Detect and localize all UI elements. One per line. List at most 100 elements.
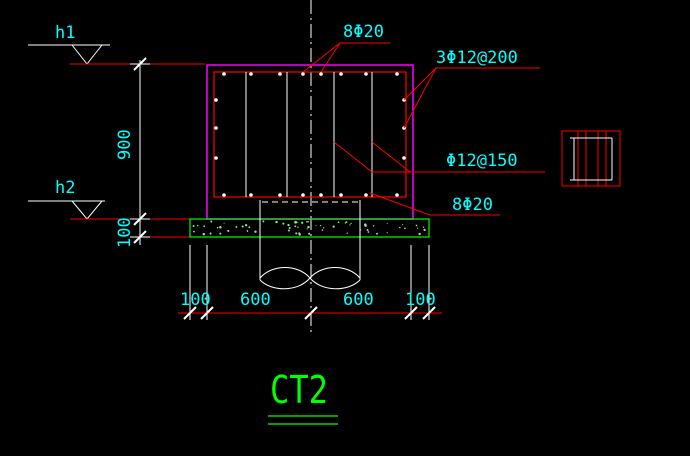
hatch-speckle (297, 221, 299, 223)
drawing-title-block: CT2 (268, 368, 338, 425)
hatch-speckle (337, 221, 340, 224)
level-marker-h2: h2 (28, 178, 188, 220)
hatch-speckle (196, 224, 199, 227)
label-side-bars: 3Φ12@200 (436, 48, 518, 68)
hatch-speckle (418, 232, 421, 236)
hatch-speckle (202, 232, 206, 236)
hatch-speckle (372, 225, 375, 227)
dimension-height-label: 900 (115, 129, 135, 160)
hatch-speckle (402, 224, 404, 226)
rebar-cage (213, 71, 407, 198)
hatch-speckle (386, 232, 388, 234)
rebar-dot (402, 156, 406, 160)
bedding-concrete-layer (189, 218, 430, 238)
rebar-dot (319, 193, 323, 197)
hatch-speckle (332, 225, 335, 228)
dimension-half-left: 600 (240, 290, 271, 310)
bedding-concrete-hatch (192, 220, 426, 236)
rebar-dot (222, 193, 226, 197)
hatch-speckle (422, 226, 425, 228)
hatch-speckle (192, 225, 195, 227)
label-top-bars: 8Φ20 (343, 22, 384, 42)
rebar-dot (364, 72, 368, 76)
hatch-speckle (275, 220, 278, 224)
hatch-speckle (298, 233, 301, 236)
hatch-speckle (323, 227, 325, 229)
hatch-speckle (288, 226, 291, 230)
hatch-speckle (235, 225, 238, 228)
hatch-speckle (315, 224, 317, 226)
hatch-speckle (366, 229, 369, 231)
hatch-speckle (416, 227, 419, 229)
stirrup-detail (561, 130, 621, 187)
vertical-dimension-chain: 900 100 (115, 57, 190, 248)
hatch-speckle (345, 221, 348, 224)
rebar-dot (301, 193, 305, 197)
rebar-dot (339, 193, 343, 197)
hatch-speckle (219, 225, 222, 229)
hatch-speckle (223, 222, 225, 224)
hatch-speckle (282, 222, 285, 225)
leader-lines (302, 42, 545, 216)
hatch-speckle (344, 222, 347, 224)
hatch-speckle (210, 221, 213, 223)
dimension-offset-right: 100 (405, 290, 436, 310)
hatch-speckle (367, 231, 370, 233)
hatch-speckle (350, 222, 352, 225)
hatch-speckle (244, 223, 248, 227)
pile-cap-outline (206, 64, 414, 220)
hatch-speckle (219, 232, 222, 235)
hatch-speckle (210, 233, 212, 235)
hatch-speckle (246, 229, 248, 232)
rebar-dot (301, 72, 305, 76)
rebar-dot (339, 72, 343, 76)
drawing-title: CT2 (270, 368, 328, 412)
hatch-speckle (306, 228, 308, 230)
hatch-speckle (227, 229, 230, 232)
rebar-dot (319, 72, 323, 76)
hatch-speckle (404, 227, 406, 230)
hatch-speckle (308, 232, 311, 235)
hatch-speckle (203, 225, 206, 228)
hatch-speckle (297, 226, 299, 228)
hatch-speckle (287, 223, 290, 227)
hatch-speckle (301, 221, 304, 224)
label-stirrups: Φ12@150 (446, 151, 518, 171)
rebar-dot (214, 126, 218, 130)
dimension-half-right: 600 (343, 290, 374, 310)
rebar-dot (214, 98, 218, 102)
dimension-bedding-label: 100 (115, 217, 135, 248)
hatch-speckle (307, 220, 309, 223)
hatch-speckle (424, 229, 426, 231)
rebar-dot (395, 193, 399, 197)
hatch-speckle (376, 232, 378, 235)
hatch-speckle (307, 225, 310, 229)
hatch-speckle (193, 230, 195, 233)
hatch-speckle (248, 226, 251, 229)
rebar-dot (214, 156, 218, 160)
rebar-dot (364, 193, 368, 197)
horizontal-dimension-chain: 100 600 600 100 (178, 245, 442, 320)
hatch-speckle (295, 232, 298, 235)
rebar-dot (222, 72, 226, 76)
hatch-speckle (306, 221, 308, 223)
hatch-speckle (415, 224, 418, 227)
rebar-dot (278, 72, 282, 76)
dimension-offset-left: 100 (180, 290, 211, 310)
hatch-speckle (294, 225, 297, 228)
rebar-dot (249, 72, 253, 76)
hatch-speckle (262, 220, 265, 223)
longitudinal-bars (214, 72, 406, 197)
pile-outline (259, 200, 361, 290)
hatch-speckle (364, 224, 367, 227)
level-marker-h1: h1 (28, 23, 205, 65)
hatch-speckle (399, 226, 401, 229)
hatch-speckle (386, 222, 388, 224)
hatch-speckle (349, 224, 351, 226)
hatch-speckle (287, 229, 290, 232)
rebar-dot (278, 193, 282, 197)
hatch-speckle (241, 225, 244, 228)
label-bottom-bars: 8Φ20 (452, 195, 493, 215)
